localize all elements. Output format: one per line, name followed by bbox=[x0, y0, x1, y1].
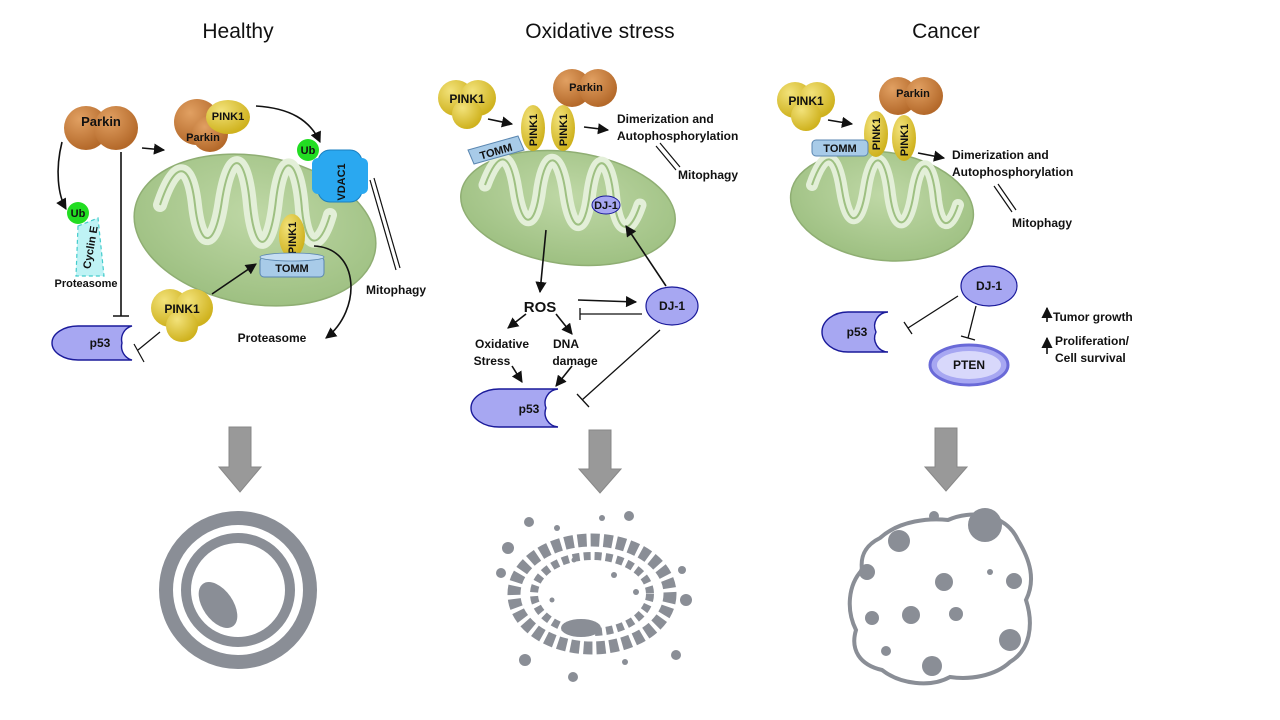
cell-survival-label: Cell survival bbox=[1055, 351, 1126, 365]
healthy-panel: Parkin PINK1 Parkin VDAC1 Ub Cyclin E bbox=[51, 99, 426, 363]
parkin-icon: Parkin bbox=[879, 77, 943, 115]
cancer-panel: PINK1 Parkin PINK1 PINK1 TOMM Dimerizati… bbox=[777, 77, 1133, 387]
pink1-free-icon: PINK1 bbox=[151, 289, 213, 342]
damage-label: damage bbox=[552, 354, 598, 368]
pink1-dimer-icon: PINK1 PINK1 bbox=[521, 105, 575, 151]
p53-label: p53 bbox=[90, 336, 111, 350]
parkin-icon: Parkin bbox=[64, 106, 138, 150]
parkin-small-label: Parkin bbox=[186, 132, 220, 144]
down-arrow-icon bbox=[577, 429, 623, 494]
p53-icon: p53 bbox=[470, 388, 559, 428]
p53-label: p53 bbox=[847, 325, 868, 339]
p53-icon: p53 bbox=[821, 311, 889, 353]
healthy-cell-icon bbox=[159, 511, 317, 669]
down-arrow-icon bbox=[217, 426, 263, 493]
autophosphorylation-label: Autophosphorylation bbox=[617, 129, 738, 143]
proteasome-label-bottom: Proteasome bbox=[238, 331, 307, 345]
panel-title-cancer: Cancer bbox=[912, 20, 980, 43]
pink1-icon: PINK1 bbox=[777, 82, 835, 131]
pink1-membrane-label: PINK1 bbox=[287, 222, 299, 254]
mitophagy-label: Mitophagy bbox=[1012, 216, 1072, 230]
pink1-icon: PINK1 bbox=[438, 80, 496, 129]
ub-label-cyclin: Ub bbox=[71, 208, 86, 220]
vdac1-icon: VDAC1 bbox=[312, 149, 368, 203]
mitochondrion-icon bbox=[789, 150, 975, 262]
panel-title-oxidative: Oxidative stress bbox=[525, 20, 674, 43]
dj1-inner-label: DJ-1 bbox=[594, 200, 618, 212]
parkin-label: Parkin bbox=[81, 114, 121, 129]
parkin-pink1-complex-icon: PINK1 Parkin bbox=[174, 99, 250, 152]
pink1-free-label: PINK1 bbox=[164, 302, 200, 316]
pten-label: PTEN bbox=[953, 358, 985, 372]
pink1-dimer-label-b: PINK1 bbox=[558, 114, 570, 146]
oxidative-label: Oxidative bbox=[475, 337, 529, 351]
dj1-icon: DJ-1 bbox=[960, 265, 1018, 307]
tomm-label: TOMM bbox=[275, 263, 308, 275]
pink1-dimer-label-b: PINK1 bbox=[899, 124, 911, 156]
tomm-icon: TOMM bbox=[811, 139, 869, 157]
pink1-label: PINK1 bbox=[449, 92, 485, 106]
pink1-membrane-icon: PINK1 bbox=[279, 214, 305, 258]
tumor-growth-label: Tumor growth bbox=[1053, 310, 1133, 324]
dimerization-label: Dimerization and bbox=[952, 148, 1049, 162]
pink1-dimer-label-a: PINK1 bbox=[871, 118, 883, 150]
oxidative-cell-icon bbox=[496, 511, 692, 682]
pink1-dimer-label-a: PINK1 bbox=[528, 114, 540, 146]
cyclin-e-icon: Cyclin E bbox=[75, 217, 105, 277]
mitophagy-label: Mitophagy bbox=[678, 168, 738, 182]
dj1-inner-icon: DJ-1 bbox=[591, 195, 621, 215]
dj1-label: DJ-1 bbox=[976, 279, 1002, 293]
p53-icon: p53 bbox=[51, 325, 133, 361]
dna-label: DNA bbox=[553, 337, 579, 351]
pink1-label-top: PINK1 bbox=[212, 111, 244, 123]
tomm-icon: TOMM bbox=[259, 252, 325, 278]
proliferation-label: Proliferation/ bbox=[1055, 334, 1130, 348]
tomm-label: TOMM bbox=[823, 143, 856, 155]
dj1-label: DJ-1 bbox=[659, 299, 685, 313]
mitophagy-label: Mitophagy bbox=[366, 283, 426, 297]
cancer-cell-icon bbox=[847, 508, 1034, 686]
autophosphorylation-label: Autophosphorylation bbox=[952, 165, 1073, 179]
parkin-icon: Parkin bbox=[553, 69, 617, 107]
stress-label: Stress bbox=[474, 354, 511, 368]
parkin-label: Parkin bbox=[896, 88, 930, 100]
ub-label-vdac: Ub bbox=[301, 145, 316, 157]
dimerization-label: Dimerization and bbox=[617, 112, 714, 126]
p53-label: p53 bbox=[519, 402, 540, 416]
vdac1-label: VDAC1 bbox=[336, 163, 348, 200]
pten-icon: PTEN bbox=[928, 343, 1010, 387]
ub-icon: Ub bbox=[297, 139, 319, 161]
oxidative-panel: PINK1 Parkin PINK1 PINK1 TOMM Dimerizati… bbox=[438, 69, 738, 428]
pink1-label: PINK1 bbox=[788, 94, 824, 108]
proteasome-label-left: Proteasome bbox=[55, 278, 118, 290]
ros-label: ROS bbox=[524, 299, 557, 316]
pink1-dimer-icon: PINK1 PINK1 bbox=[864, 111, 916, 161]
dj1-icon: DJ-1 bbox=[645, 286, 699, 326]
panel-title-healthy: Healthy bbox=[202, 20, 274, 43]
ub-icon: Ub bbox=[67, 202, 89, 224]
down-arrow-icon bbox=[923, 427, 969, 492]
parkin-label: Parkin bbox=[569, 82, 603, 94]
